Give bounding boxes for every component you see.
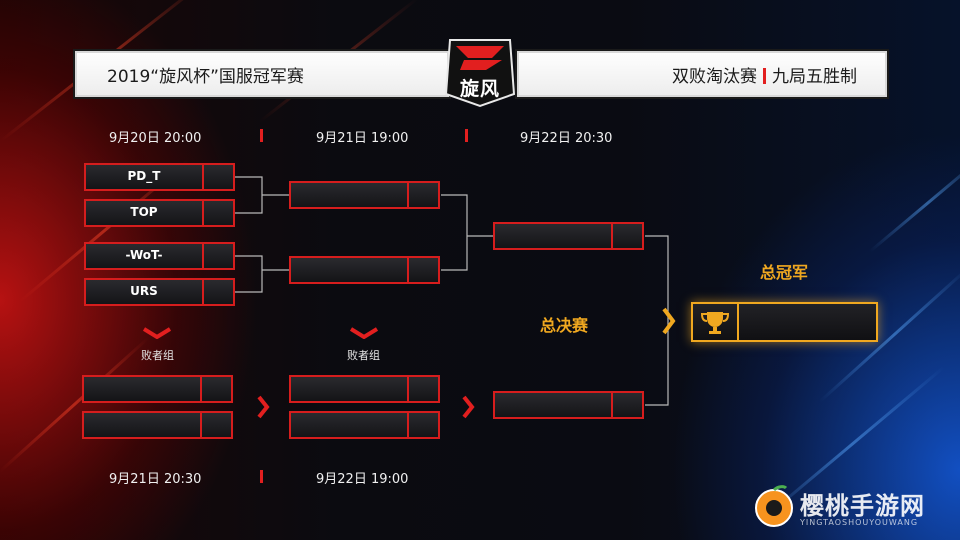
match-slot[interactable] [289, 375, 440, 403]
score-cell [204, 165, 233, 189]
tournament-title: 2019“旋风杯”国服冠军赛 [107, 67, 304, 87]
match-slot[interactable] [82, 375, 233, 403]
date-divider [260, 129, 263, 142]
tournament-logo: 旋风 [442, 36, 518, 108]
team-name-cell: URS [86, 280, 204, 304]
date-round2: 9月21日 19:00 [316, 131, 409, 146]
team-name-cell [291, 377, 409, 401]
chevron-right-icon [462, 395, 475, 419]
date-divider [260, 470, 263, 483]
format-separator [763, 68, 766, 84]
match-slot[interactable] [289, 411, 440, 439]
score-cell [204, 280, 233, 304]
format-text: 双败淘汰赛九局五胜制 [672, 62, 857, 87]
chevron-down-icon [349, 327, 379, 339]
team-name: PD_T [127, 169, 161, 183]
watermark-subtext: YINGTAOSHOUYOUWANG [800, 518, 919, 527]
match-slot[interactable] [493, 391, 644, 419]
match-slot[interactable] [289, 256, 440, 284]
date-divider [465, 129, 468, 142]
header-format-bar: 双败淘汰赛九局五胜制 [515, 49, 889, 99]
team-name-cell: TOP [86, 201, 204, 225]
team-name: URS [130, 284, 158, 298]
team-name: TOP [130, 205, 158, 219]
watermark-text: 樱桃手游网 [800, 491, 925, 520]
match-slot[interactable] [82, 411, 233, 439]
chevron-right-icon [662, 307, 676, 335]
team-name-cell [291, 413, 409, 437]
team-name-cell [495, 393, 613, 417]
score-cell [202, 413, 231, 437]
site-watermark: 樱桃手游网 YINGTAOSHOUYOUWANG [752, 484, 952, 534]
match-slot[interactable]: URS [84, 278, 235, 306]
format-elimination: 双败淘汰赛 [672, 67, 757, 87]
team-name-cell [84, 377, 202, 401]
date-round3: 9月22日 20:30 [520, 131, 613, 146]
team-name-cell: -WoT- [86, 244, 204, 268]
match-slot[interactable]: PD_T [84, 163, 235, 191]
match-slot[interactable] [289, 181, 440, 209]
champion-label: 总冠军 [760, 263, 809, 282]
match-slot[interactable] [493, 222, 644, 250]
score-cell [204, 201, 233, 225]
date-lower-round1: 9月21日 20:30 [109, 472, 202, 487]
logo-text: 旋风 [459, 78, 500, 100]
team-name-cell: PD_T [86, 165, 204, 189]
trophy-icon [700, 312, 730, 334]
score-cell [409, 413, 438, 437]
score-cell [204, 244, 233, 268]
date-lower-round2: 9月22日 19:00 [316, 472, 409, 487]
match-slot[interactable]: TOP [84, 199, 235, 227]
grand-finals-label: 总决赛 [540, 316, 589, 335]
team-name-cell [291, 183, 409, 207]
format-best-of: 九局五胜制 [772, 67, 857, 87]
score-cell [409, 258, 438, 282]
score-cell [409, 183, 438, 207]
match-slot[interactable]: -WoT- [84, 242, 235, 270]
date-round1: 9月20日 20:00 [109, 131, 202, 146]
score-cell [613, 393, 642, 417]
team-name-cell [291, 258, 409, 282]
champion-slot[interactable] [691, 302, 878, 342]
chevron-right-icon [257, 395, 270, 419]
trophy-cell [693, 304, 739, 340]
score-cell [202, 377, 231, 401]
score-cell [409, 377, 438, 401]
team-name: -WoT- [125, 248, 163, 262]
header-title-bar: 2019“旋风杯”国服冠军赛 [73, 49, 451, 99]
team-name-cell [495, 224, 613, 248]
loser-bracket-label: 败者组 [141, 349, 174, 362]
cherry-logo-icon [755, 485, 793, 527]
score-cell [613, 224, 642, 248]
chevron-down-icon [142, 327, 172, 339]
loser-bracket-label: 败者组 [347, 349, 380, 362]
team-name-cell [84, 413, 202, 437]
